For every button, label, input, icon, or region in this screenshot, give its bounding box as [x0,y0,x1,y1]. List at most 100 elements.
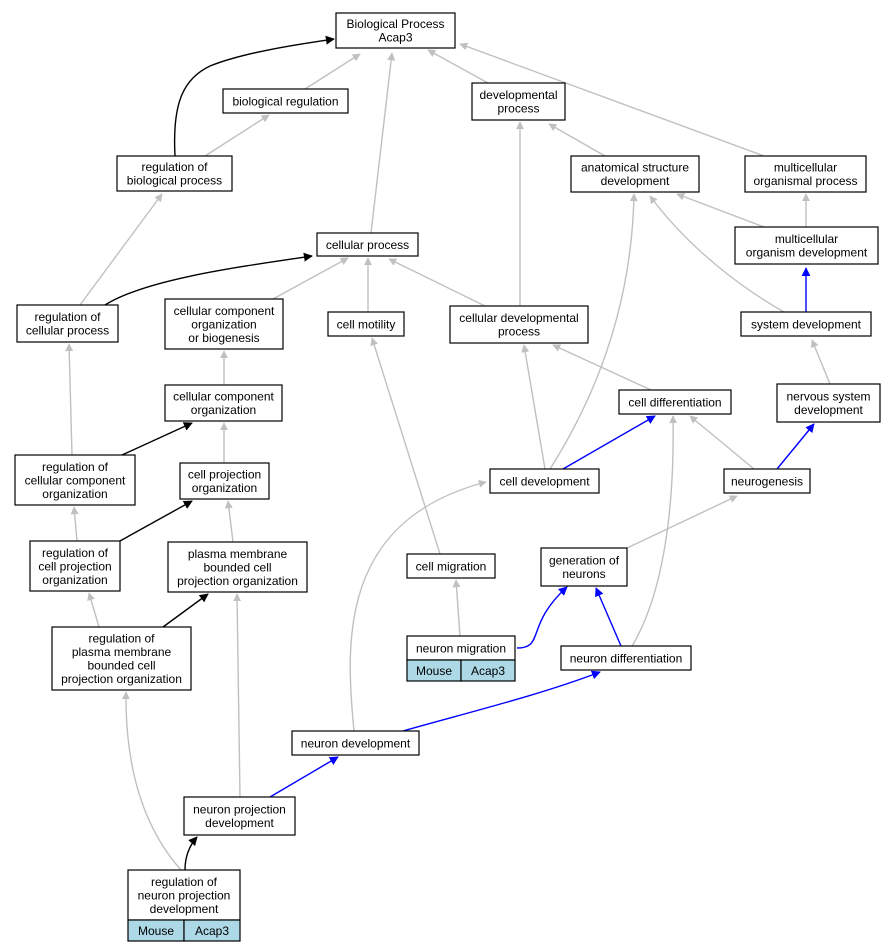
node-label-line: development [150,902,219,916]
node-label-line: regulation of [141,160,208,174]
edge-regcp-to-regbp [79,193,163,306]
node-label-line: organization [191,317,256,331]
node-box [29,540,121,592]
node-label-line: development [794,403,863,417]
node-label-line: process [497,102,539,116]
edge-cellproc-to-bp [370,52,396,234]
node-label-line: biological regulation [232,94,338,108]
node-label-line: cell migration [416,559,487,573]
node-label-line: cell development [499,474,590,488]
node-box [327,311,405,337]
node-label-line: regulation of [34,310,101,324]
edge-regcco-to-regcp [65,343,74,456]
edge-devproc-to-bp [427,49,489,84]
species-cell[interactable] [183,919,241,942]
edge-ccob-to-cellproc [272,257,349,300]
node-celldiff[interactable]: cell differentiation [618,389,732,415]
edge-regcpo-to-cpo [119,500,193,542]
species-label: Mouse [138,924,174,938]
node-box [489,468,600,494]
edge-neurogen-to-celldiff [689,415,755,470]
node-neurdev[interactable]: neuron development [291,730,420,756]
node-label-line: developmental [479,88,557,102]
node-box [335,12,456,49]
node-box [51,626,192,691]
edge-neurdiff-to-celldiff [631,415,678,647]
node-label-line: cellular component [173,390,274,404]
node-label-line: anatomical structure [581,161,689,175]
edge-neurdev-to-celldev [349,479,487,732]
node-box [740,311,872,337]
node-label-line: bounded cell [203,560,271,574]
node-sysdev[interactable]: system development [740,311,872,337]
edge-neurdiff-to-genneur [595,587,622,647]
edge-regnpd-to-regpmbcpo [121,691,182,871]
node-box [449,305,589,344]
node-box [734,226,879,265]
edge-celldev-to-anatdev [549,193,638,470]
node-neurogen[interactable]: neurogenesis [723,468,811,494]
edge-anatdev-to-devproc [548,123,606,157]
node-label-line: plasma membrane [72,645,172,659]
edge-regcco-to-cco [121,422,193,456]
node-label-line: neurogenesis [731,474,803,488]
node-cellproc[interactable]: cellular process [316,232,419,257]
node-label-line: organization [42,487,107,501]
node-label-line: multicellular [774,161,837,175]
node-box [127,869,241,921]
node-bioreg[interactable]: biological regulation [222,88,349,114]
edge-neurdev-to-neurdiff [402,670,601,732]
node-box [16,304,119,343]
node-label-line: generation of [549,554,620,568]
node-label-line: cell motility [337,317,396,331]
node-label-line: organization [191,403,256,417]
node-label-line: development [601,174,670,188]
node-neurdiff[interactable]: neuron differentiation [560,645,692,671]
node-box [116,155,233,192]
node-box [471,82,566,121]
species-cell[interactable] [460,659,516,682]
edge-regbp-to-bp [173,35,335,157]
node-label-line: cellular component [174,304,275,318]
node-label-line: neuron differentiation [570,651,683,665]
node-label-line: regulation of [88,632,155,646]
node-label-line: cellular process [326,238,409,252]
node-label-line: nervous system [786,390,870,404]
edge-celldevproc-to-cellproc [388,258,486,307]
node-cellmig[interactable]: cell migration [406,553,496,579]
node-label-line: process [498,325,540,339]
node-label-line: projection organization [61,672,182,686]
node-cellmot[interactable]: cell motility [327,311,405,337]
node-celldev[interactable]: cell development [489,468,600,494]
edge-sysdev-to-anatdev [649,195,785,313]
node-box [560,645,692,671]
node-label-line: system development [751,317,862,331]
node-label-line: cell projection [188,468,261,482]
node-box [618,389,732,415]
node-label-line: Biological Process [346,17,444,31]
node-label-line: cellular developmental [459,311,578,325]
node-label-line: regulation of [42,546,109,560]
node-label-line: organism development [746,246,868,260]
